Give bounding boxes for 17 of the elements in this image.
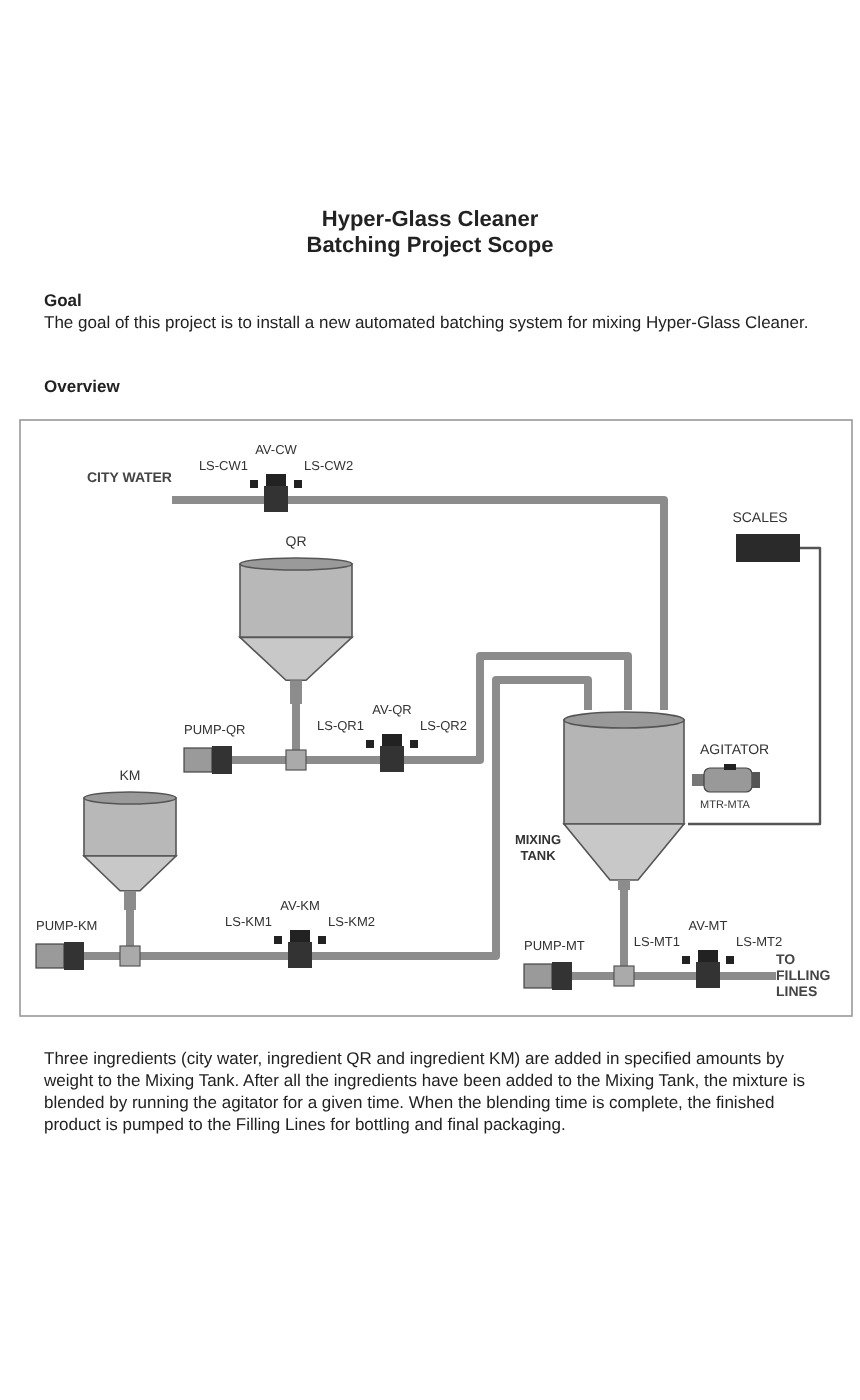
signal-line [688,546,822,826]
pipe [160,952,274,960]
pipe [326,676,592,960]
section-heading: Overview [44,376,120,396]
title: Hyper-Glass Cleaner Batching Project Scope [304,208,556,260]
pipe [126,910,134,920]
pipe [308,756,366,764]
pipe [302,496,668,710]
paragraph: Three ingredients (city water, ingredient QR and ingredient KM) are added in specified amounts by weight to the Mixing Tank. After all the ingredients have been added to the Mixing Tank, the mixture is blended by running the agitator for a given time. When the blending time is complete, the finished product is pumped to the Filling Lines for bottling and final packaging. [44,1048,808,1136]
pipe [418,652,632,764]
pipe [292,704,300,724]
pipe [620,890,628,940]
section-heading: Goal [44,290,82,310]
paragraph: The goal of this project is to install a new automated batching system for mixing Hyper-Glass Cleaner. [44,312,811,332]
pipe [734,972,776,980]
pipe [640,972,682,980]
pipe [172,496,250,504]
